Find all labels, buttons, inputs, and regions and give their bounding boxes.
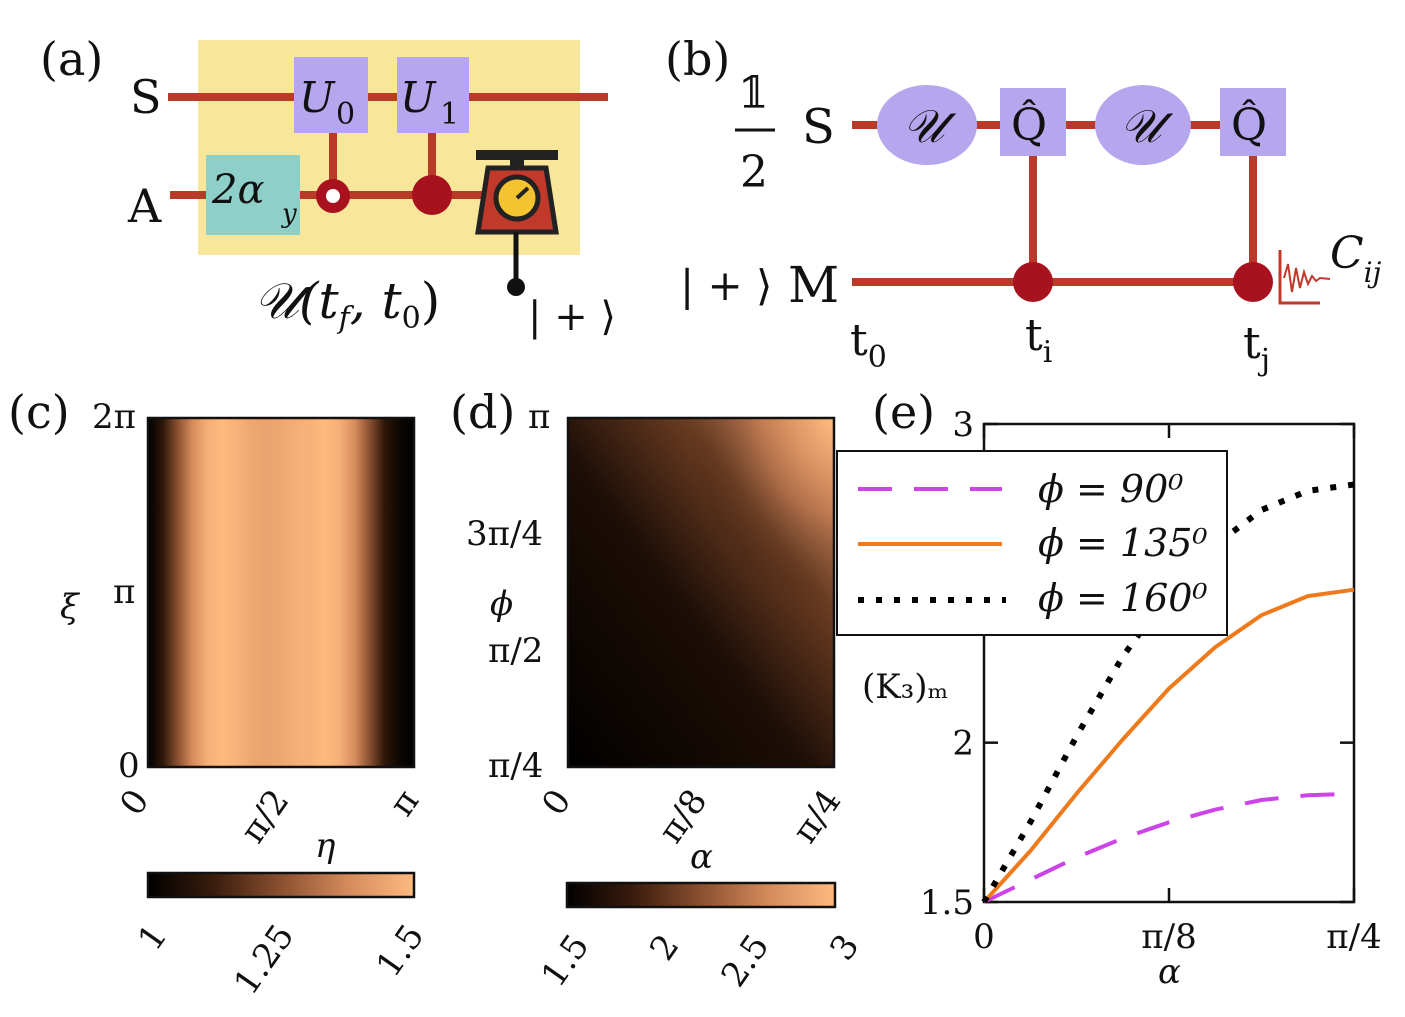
- open-control-dot-center: [326, 189, 340, 203]
- e-xtick-label: π/8: [1141, 917, 1196, 957]
- c-cbar-tick-1: 1: [130, 917, 175, 958]
- c-ytick-0: 0: [118, 746, 140, 786]
- rotation-gate: [206, 155, 300, 235]
- legend-label-160: ϕ = 160⁰: [1038, 576, 1208, 620]
- identity-denominator: 2: [740, 147, 768, 198]
- measurement-scale-icon: [475, 150, 559, 296]
- e-series-line-1: [982, 587, 1355, 904]
- measure-gate-2-label: Q̂: [1231, 98, 1267, 151]
- wire-s-label-b: S: [802, 99, 835, 155]
- c-xtick-pi2: π/2: [233, 782, 298, 850]
- c-colorbar: [146, 871, 416, 899]
- rotation-gate-sub: y: [281, 199, 297, 229]
- c-xtick-0: 0: [112, 782, 157, 823]
- wire-m-state: | + ⟩: [680, 261, 772, 310]
- panel-c-heatmap: (c) 2π π 0 ξ 0 π/2 π η 1 1.25 1.5: [8, 385, 432, 1002]
- rotation-gate-label: 2α: [211, 167, 264, 213]
- wire-m-label: M: [788, 256, 839, 314]
- d-xtick-0: 0: [534, 782, 579, 823]
- wire-s-label: S: [130, 70, 162, 124]
- c-cbar-tick-3: 1.5: [369, 917, 433, 984]
- d-cbar-tick-4: 3: [822, 927, 867, 968]
- panel-e-line-chart: (e) 0 π/8 π/4 1.5 2 3 α (K₃)ₘ ϕ = 90⁰ ϕ = 135…: [836, 385, 1382, 992]
- e-axis-ticks: 0 π/8 π/4 1.5 2 3: [920, 405, 1382, 957]
- evolution-gate-2: [1095, 85, 1191, 165]
- gate-u0-label: U: [299, 73, 336, 122]
- d-ytick-pi4: π/4: [488, 746, 543, 786]
- measure-gate-1: [1000, 88, 1066, 156]
- gate-u1-label: U: [400, 73, 437, 122]
- heatmap-d-frame: [566, 416, 836, 769]
- e-ylabel: (K₃)ₘ: [862, 667, 948, 707]
- measure-dot-i: [1013, 262, 1053, 302]
- d-xtick-pi4: π/4: [785, 782, 850, 850]
- time-tj: tj: [1243, 318, 1270, 378]
- c-ytick-2pi: 2π: [92, 397, 136, 437]
- panel-b-circuit: (b) 𝟙 2 S 𝒰 Q̂ 𝒰 Q̂ | + ⟩ M Cij t0 ti tj: [665, 32, 1382, 378]
- time-t0: t0: [850, 315, 887, 375]
- d-ylabel: ϕ: [490, 584, 513, 624]
- evolution-gate-1: [877, 85, 977, 165]
- c-cbar-tick-2: 1.25: [226, 917, 302, 1002]
- d-ytick-pi2: π/2: [488, 631, 543, 671]
- panel-c-label: (c): [8, 385, 70, 439]
- measure-dot-j: [1233, 262, 1273, 302]
- panel-e-label: (e): [872, 385, 935, 439]
- d-cbar-tick-2: 2: [642, 927, 687, 968]
- e-legend: ϕ = 90⁰ ϕ = 135⁰ ϕ = 160⁰: [836, 450, 1228, 636]
- e-xtick-label: 0: [973, 917, 995, 957]
- gate-u1: [397, 57, 469, 133]
- measure-gate-2: [1220, 88, 1286, 156]
- d-ytick-pi: π: [528, 397, 550, 437]
- e-ytick-label: 2: [952, 724, 974, 764]
- panel-b-label: (b): [665, 32, 730, 86]
- heatmap-c-image: [148, 418, 414, 767]
- c-ytick-pi: π: [113, 572, 135, 612]
- heatmap-c-frame: [146, 416, 416, 769]
- panel-d-heatmap: (d) π 3π/4 ϕ π/2 π/4 0 π/8 π/4 α 1.5 2 2…: [450, 385, 867, 994]
- gate-u0: [294, 57, 368, 133]
- heatmap-d-highlight: [568, 418, 834, 767]
- gate-u1-sub: 1: [440, 97, 459, 132]
- panel-a-label: (a): [40, 32, 103, 86]
- panel-a-circuit: (a) S A 2α y U 0 U 1 | + ⟩ 𝒰(tf,: [40, 32, 616, 340]
- c-ylabel: ξ: [60, 587, 81, 627]
- unitary-label: 𝒰(tf, t0): [254, 272, 440, 336]
- d-cbar-tick-3: 2.5: [714, 927, 778, 994]
- e-ytick-label: 3: [952, 405, 974, 445]
- panel-d-label: (d): [450, 385, 515, 439]
- d-cbar-tick-1: 1.5: [534, 927, 598, 994]
- gate-u0-sub: 0: [336, 97, 355, 132]
- legend-label-135: ϕ = 135⁰: [1038, 521, 1208, 565]
- signal-trace-icon: [1278, 250, 1331, 305]
- d-xlabel: α: [690, 837, 713, 877]
- c-xtick-pi: π: [382, 782, 428, 823]
- meter-state-label: | + ⟩: [528, 294, 616, 340]
- d-colorbar: [565, 881, 837, 909]
- e-xtick-label: π/4: [1326, 917, 1381, 957]
- e-ytick-label: 1.5: [920, 883, 974, 923]
- measure-gate-1-label: Q̂: [1011, 98, 1047, 151]
- identity-label: 𝟙: [738, 68, 769, 119]
- e-series-line-0: [983, 791, 1355, 904]
- time-ti: ti: [1025, 310, 1052, 370]
- signal-label: Cij: [1330, 228, 1382, 289]
- d-ytick-3pi4: 3π/4: [466, 514, 543, 554]
- wire-a-label: A: [127, 179, 162, 233]
- filled-control-dot: [412, 175, 452, 215]
- c-xlabel: η: [315, 826, 336, 866]
- e-xlabel: α: [1158, 952, 1181, 992]
- legend-label-90: ϕ = 90⁰: [1038, 467, 1184, 511]
